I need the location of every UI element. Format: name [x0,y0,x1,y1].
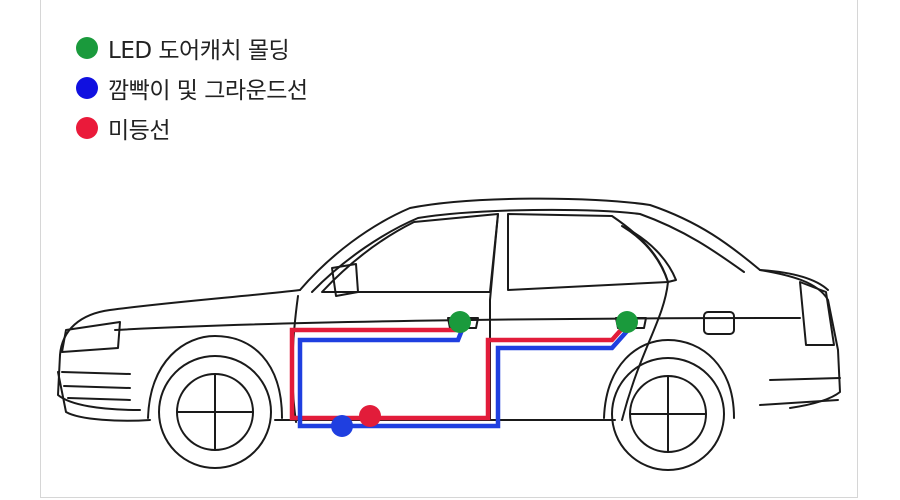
legend-label-tail: 미등선 [108,118,170,144]
ground-dot [331,415,353,437]
ground-wire-path [297,328,630,429]
car-trunk [759,269,841,409]
rear-wheel-arch [603,339,735,419]
fuel-door [703,311,735,335]
tail-light-dot [359,405,381,427]
blue-dot-icon [76,77,98,99]
car-headlight [61,321,121,353]
side-mirror [331,263,359,297]
diagram-frame [40,0,858,498]
front-wheel [158,355,272,469]
car-front-bumper [57,371,151,422]
legend-label-led: LED 도어캐치 몰딩 [108,38,290,64]
legend-label-ground: 깜빡이 및 그라운드선 [108,78,308,104]
car-rear-bumper [759,377,841,406]
led-dot-front-door [449,311,471,333]
legend-item-turn-signal-ground: 깜빡이 및 그라운드선 [76,68,308,108]
led-dot-rear-door [616,311,638,333]
car-grille [61,371,131,401]
rear-wheel-spokes [629,375,707,453]
legend-item-tail-light: 미등선 [76,108,308,148]
car-body-outline [57,197,841,471]
front-wheel-arch [147,335,283,419]
red-dot-icon [76,117,98,139]
front-window [321,213,499,293]
car-roof-line [299,197,829,291]
front-wheel-spokes [176,373,254,451]
rear-window [507,213,669,291]
legend: LED 도어캐치 몰딩 깜빡이 및 그라운드선 미등선 [76,28,308,148]
car-roofline-inner [311,208,745,293]
quarter-window [621,225,677,283]
rear-wheel [611,357,725,471]
green-dot-icon [76,37,98,59]
legend-item-led-door-catch: LED 도어캐치 몰딩 [76,28,308,68]
rear-door-line [621,281,669,421]
car-taillight [799,281,835,346]
car-hood [57,289,301,411]
